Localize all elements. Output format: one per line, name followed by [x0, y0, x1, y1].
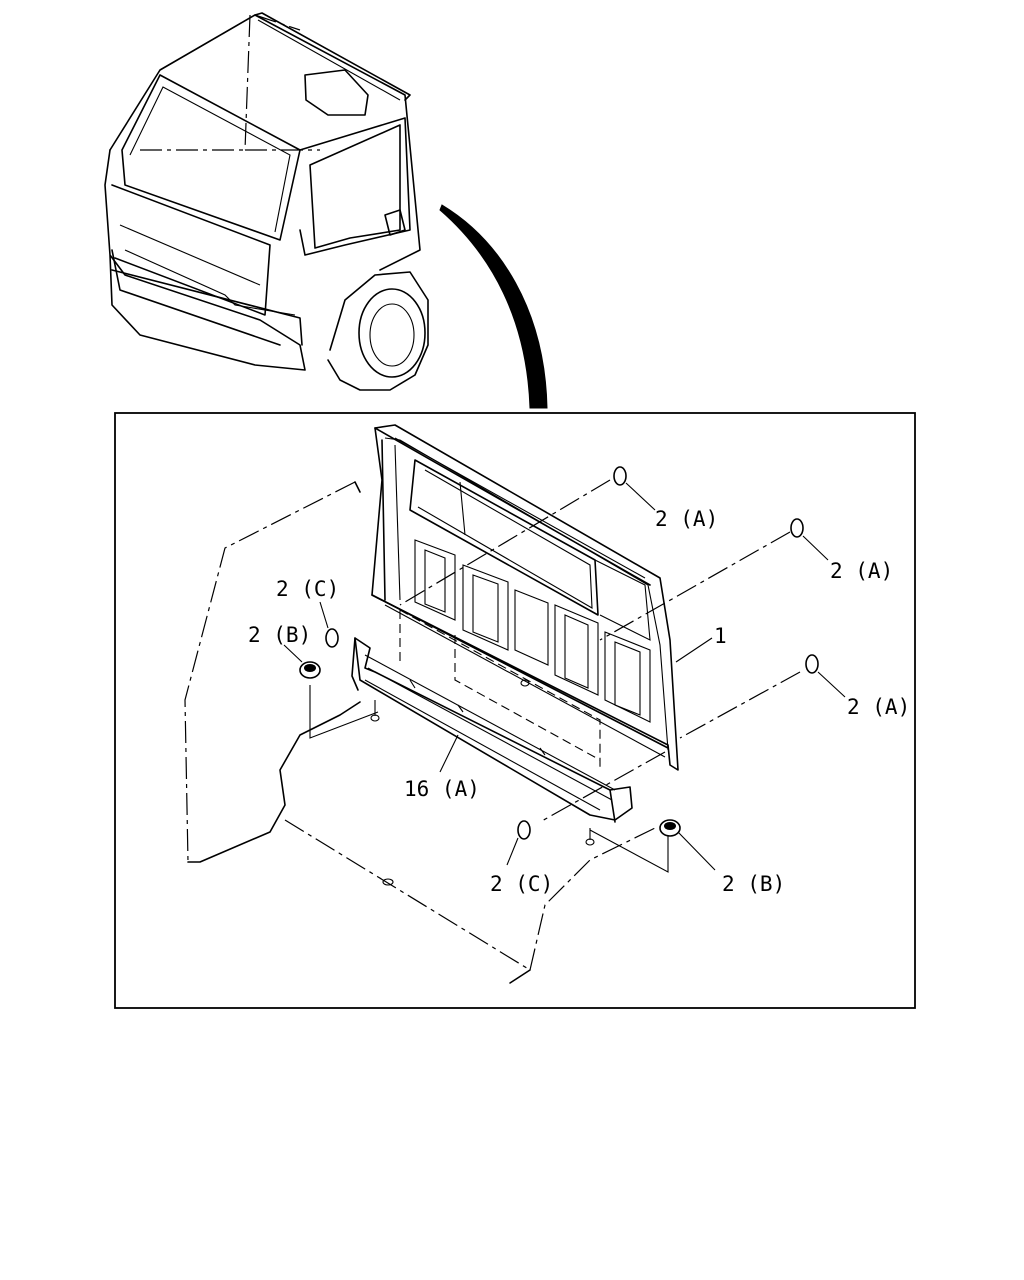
leader-lines	[283, 482, 846, 871]
callout-labels: 2 (A) 2 (A) 1 2 (A) 2 (C) 2 (B) 16 (A) 2…	[248, 507, 910, 896]
callout-2b-right: 2 (B)	[722, 872, 785, 896]
grommet-2b-right	[659, 819, 681, 837]
truck-cab-overview	[104, 12, 429, 391]
detail-frame	[114, 412, 916, 1009]
fastener-2a-mid	[790, 518, 804, 538]
callout-2a-top: 2 (A)	[655, 507, 718, 531]
callout-16a: 16 (A)	[404, 777, 480, 801]
callout-2c-left: 2 (C)	[276, 577, 339, 601]
callout-2c-right: 2 (C)	[490, 872, 553, 896]
grommet-2b-left	[299, 661, 321, 679]
callout-2b-left: 2 (B)	[248, 623, 311, 647]
fastener-2c-left	[325, 628, 339, 648]
fastener-2c-right	[517, 820, 531, 840]
callout-part-1: 1	[714, 624, 727, 648]
callout-2a-lower: 2 (A)	[847, 695, 910, 719]
detail-pointer-arrow	[439, 204, 548, 409]
fasteners	[299, 466, 819, 840]
callout-2a-mid: 2 (A)	[830, 559, 893, 583]
fastener-2a-top	[613, 466, 627, 486]
sill-rail	[351, 637, 633, 823]
fastener-2a-lower	[805, 654, 819, 674]
cab-floor-outline	[184, 481, 656, 984]
reference-lines	[309, 479, 801, 873]
back-panel	[371, 424, 679, 771]
